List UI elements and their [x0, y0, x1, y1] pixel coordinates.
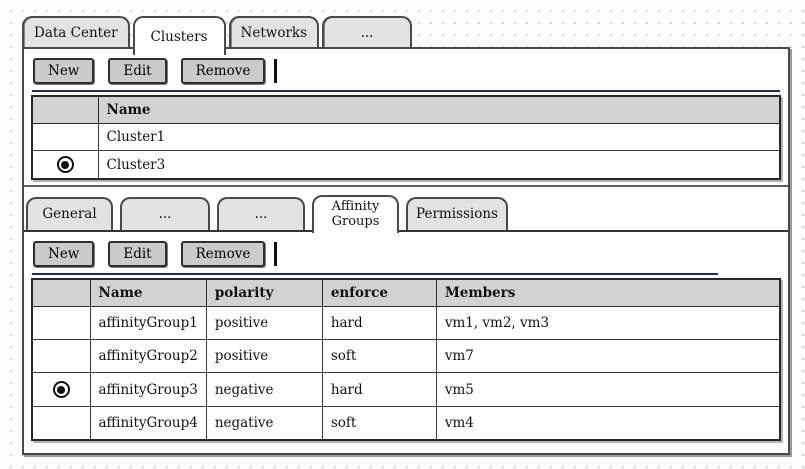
polarity-cell: negative [205, 372, 323, 407]
tab-general[interactable]: General [26, 197, 113, 230]
edit-button[interactable]: Edit [108, 241, 167, 267]
selector-cell[interactable] [31, 150, 99, 180]
enforce-cell: hard [321, 372, 437, 407]
tab-label: General [42, 205, 97, 222]
selector-cell[interactable] [31, 339, 91, 373]
table-row[interactable]: Cluster1 [31, 123, 781, 151]
members-cell: vm5 [435, 372, 781, 407]
name-cell: Cluster3 [97, 150, 781, 180]
table-row[interactable]: affinityGroup4 negative soft vm4 [31, 406, 781, 441]
toolbar-divider-line [32, 273, 718, 275]
radio-selected-icon[interactable] [52, 381, 70, 398]
tab-more-1[interactable]: ... [120, 197, 210, 230]
enforce-cell: soft [321, 406, 437, 441]
name-cell: affinityGroup2 [89, 339, 207, 373]
tab-permissions[interactable]: Permissions [406, 197, 508, 230]
polarity-column-header: polarity [205, 278, 323, 307]
members-cell: vm4 [435, 406, 781, 441]
name-cell: affinityGroup4 [89, 406, 207, 441]
affinity-toolbar: New Edit Remove [24, 232, 788, 273]
members-column-header: Members [435, 278, 781, 307]
selector-column-header [31, 278, 91, 307]
name-cell: Cluster1 [97, 123, 781, 151]
name-column-header: Name [89, 278, 207, 307]
toolbar-divider-line [32, 90, 780, 92]
tab-label: Affinity Groups [331, 199, 380, 229]
tab-label: ... [158, 205, 172, 222]
remove-button[interactable]: Remove [180, 241, 266, 267]
tab-label: Permissions [416, 205, 498, 222]
clusters-table: Name Cluster1 Cluster3 [31, 95, 781, 180]
table-row[interactable]: affinityGroup1 positive hard vm1, vm2, v… [31, 306, 781, 340]
tab-more-2[interactable]: ... [217, 197, 305, 230]
tab-label: Networks [240, 24, 308, 41]
members-cell: vm1, vm2, vm3 [435, 306, 781, 340]
tab-label: Data Center [34, 24, 118, 41]
selector-column-header [31, 95, 99, 124]
top-tab-bar: Data Center Clusters Networks ... [22, 16, 413, 55]
members-cell: vm7 [435, 339, 781, 373]
tab-more[interactable]: ... [322, 16, 413, 47]
table-row[interactable]: Cluster3 [31, 150, 781, 180]
toolbar-separator [274, 59, 278, 83]
name-column-header: Name [97, 95, 781, 124]
selector-cell[interactable] [31, 406, 91, 441]
tab-networks[interactable]: Networks [228, 16, 320, 47]
tab-affinity-groups[interactable]: Affinity Groups [312, 195, 399, 233]
enforce-cell: hard [321, 306, 437, 340]
table-header-row: Name polarity enforce Members [31, 278, 781, 307]
section-divider [24, 185, 788, 187]
radio-selected-icon[interactable] [56, 156, 74, 173]
polarity-cell: positive [205, 306, 323, 340]
new-button[interactable]: New [33, 58, 95, 84]
tab-label: ... [254, 205, 268, 222]
table-row[interactable]: affinityGroup3 negative hard vm5 [31, 372, 781, 407]
detail-tab-bar: General ... ... Affinity Groups Permissi… [24, 190, 788, 233]
edit-button[interactable]: Edit [108, 58, 167, 84]
table-row[interactable]: affinityGroup2 positive soft vm7 [31, 339, 781, 373]
enforce-cell: soft [321, 339, 437, 373]
selector-cell[interactable] [31, 306, 91, 340]
clusters-toolbar: New Edit Remove [24, 49, 788, 90]
clusters-panel: New Edit Remove Name Cluster1 Cluster3 [22, 47, 790, 455]
tab-data-center[interactable]: Data Center [22, 16, 130, 47]
name-cell: affinityGroup3 [89, 372, 207, 407]
selector-cell[interactable] [31, 372, 91, 407]
polarity-cell: negative [205, 406, 323, 441]
selector-cell[interactable] [31, 123, 99, 151]
tab-clusters[interactable]: Clusters [132, 16, 226, 55]
new-button[interactable]: New [33, 241, 95, 267]
toolbar-separator [274, 242, 278, 266]
tab-label: Clusters [150, 28, 208, 45]
enforce-column-header: enforce [321, 278, 437, 307]
tab-label: ... [360, 24, 374, 41]
name-cell: affinityGroup1 [89, 306, 207, 340]
affinity-groups-table: Name polarity enforce Members affinityGr… [31, 278, 781, 441]
table-header-row: Name [31, 95, 781, 124]
polarity-cell: positive [205, 339, 323, 373]
remove-button[interactable]: Remove [180, 58, 266, 84]
